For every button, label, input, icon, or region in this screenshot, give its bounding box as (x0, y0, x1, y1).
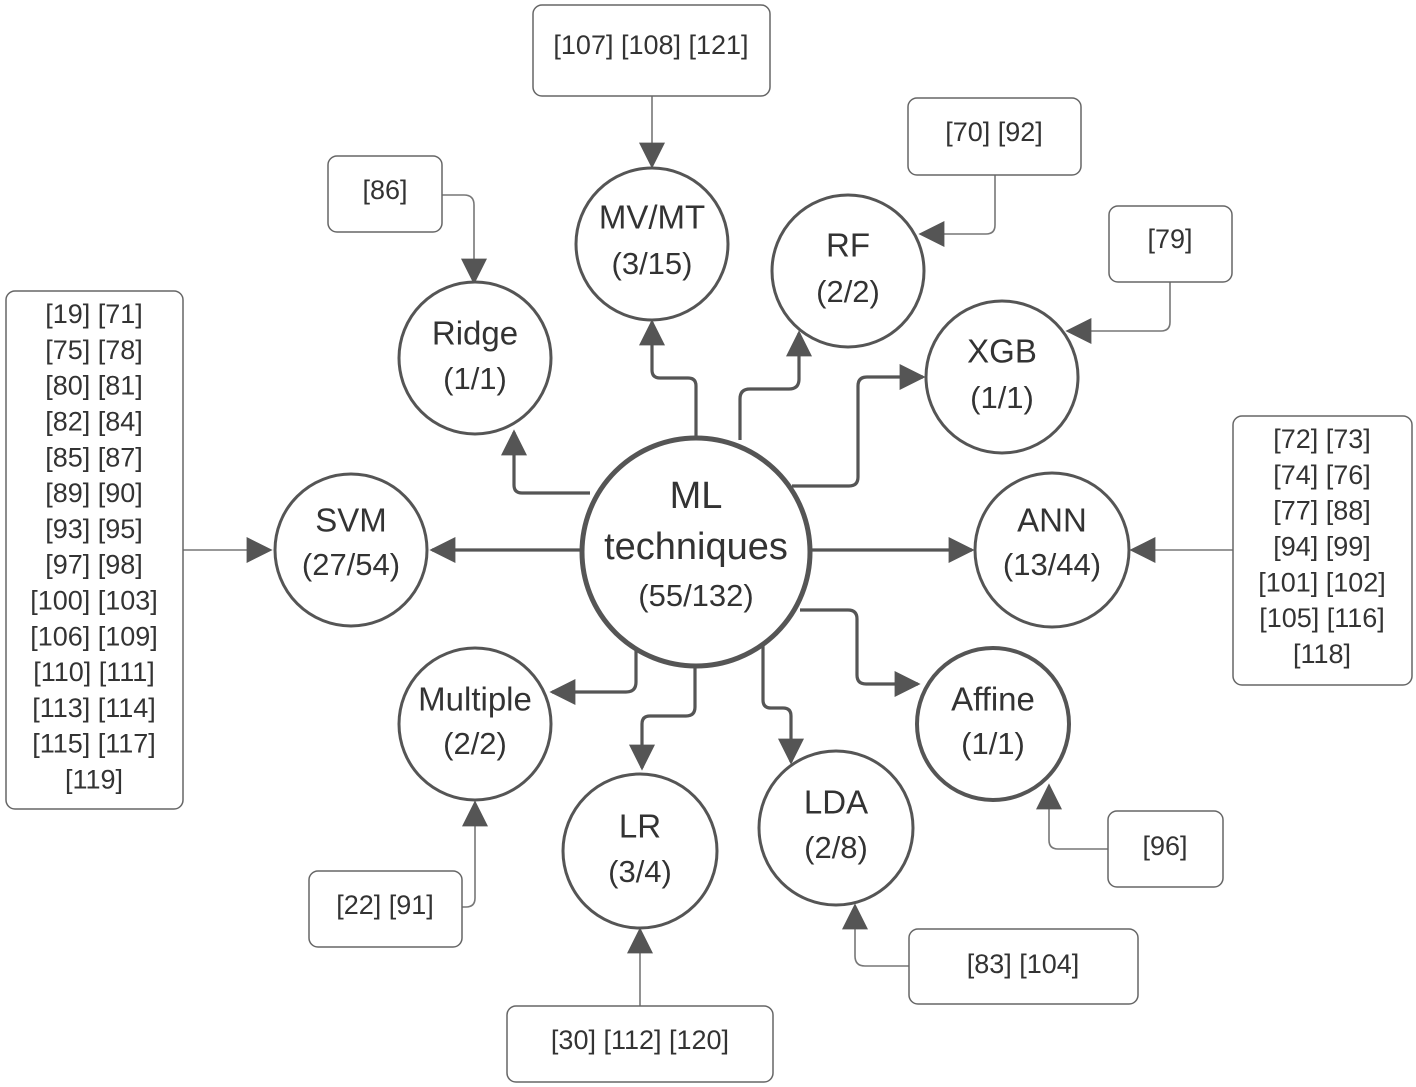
connector-refs-multiple (462, 800, 488, 908)
refs-box-ridge: [86] (327, 155, 443, 233)
refs-svm-line: [113] [114] (32, 693, 156, 723)
node-ridge-count: (1/1) (443, 361, 507, 396)
node-mvmt-count: (3/15) (612, 246, 693, 281)
node-ann: ANN (13/44) (973, 471, 1131, 629)
refs-box-mvmt: [107] [108] [121] (532, 4, 771, 97)
center-subtitle: techniques (604, 526, 788, 568)
connector-refs-rf (918, 175, 996, 247)
refs-svm-lines: [19] [71] [75] [78] [80] [81] [82] [84] [85]… (30, 299, 158, 794)
refs-ann-line: [118] (1293, 639, 1351, 669)
node-lr-name: LR (619, 808, 661, 845)
connector-center-lr (629, 665, 697, 771)
refs-ann-line: [74] [76] (1273, 460, 1371, 490)
center-count: (55/132) (638, 578, 753, 613)
refs-box-ann: [72] [73] [74] [76] [77] [88] [94] [99] [101… (1232, 415, 1413, 686)
node-mvmt: MV/MT (3/15) (574, 166, 730, 322)
connector-center-affine (800, 608, 921, 697)
refs-svm-line: [85] [87] (45, 442, 143, 472)
node-ridge-name: Ridge (432, 315, 518, 352)
node-svm-name: SVM (315, 502, 387, 539)
refs-box-rf: [70] [92] (907, 97, 1082, 176)
node-affine-count: (1/1) (961, 726, 1025, 761)
node-svm: SVM (27/54) (273, 472, 429, 628)
refs-svm-line: [75] [78] (45, 335, 143, 365)
refs-svm-line: [19] [71] (45, 299, 143, 329)
node-rf-count: (2/2) (816, 274, 880, 309)
node-xgb-name: XGB (967, 333, 1037, 370)
refs-svm-line: [106] [109] (30, 621, 158, 651)
node-xgb-count: (1/1) (970, 380, 1034, 415)
refs-ann-line: [94] [99] (1273, 532, 1371, 562)
refs-ann-line: [101] [102] (1258, 567, 1386, 597)
refs-box-affine: [96] (1107, 810, 1224, 888)
connector-refs-xgb (1065, 282, 1171, 344)
center-title: ML (670, 475, 723, 517)
node-mvmt-name: MV/MT (599, 199, 705, 236)
node-multiple-count: (2/2) (443, 726, 507, 761)
connector-refs-affine (1036, 783, 1108, 850)
connector-center-rf (738, 330, 812, 440)
node-xgb: XGB (1/1) (924, 299, 1080, 455)
node-multiple-name: Multiple (418, 681, 532, 718)
connector-center-ridge (501, 429, 590, 495)
connector-refs-ridge (442, 194, 487, 285)
connector-refs-lda (842, 903, 909, 967)
node-affine-name: Affine (951, 681, 1035, 718)
refs-xgb-text: [79] (1147, 224, 1192, 254)
refs-mvmt-text: [107] [108] [121] (553, 30, 748, 60)
node-lr: LR (3/4) (561, 772, 719, 930)
node-affine: Affine (1/1) (915, 646, 1071, 802)
refs-svm-line: [110] [111] (33, 657, 155, 687)
refs-ann-lines: [72] [73] [74] [76] [77] [88] [94] [99] [101… (1258, 424, 1386, 669)
center-node: ML techniques (55/132) (579, 435, 813, 669)
node-ann-count: (13/44) (1003, 547, 1101, 582)
refs-lda-text: [83] [104] (967, 949, 1080, 979)
refs-box-svm: [19] [71] [75] [78] [80] [81] [82] [84] [85]… (5, 290, 184, 810)
refs-svm-line: [100] [103] (30, 586, 158, 616)
connector-center-xgb (792, 364, 926, 488)
refs-ann-line: [77] [88] (1273, 496, 1371, 526)
refs-svm-line: [119] (65, 765, 123, 795)
refs-box-xgb: [79] (1108, 205, 1233, 283)
refs-rf-text: [70] [92] (945, 117, 1043, 147)
center-connectors (429, 319, 975, 771)
refs-svm-line: [97] [98] (45, 550, 143, 580)
node-lda-name: LDA (804, 784, 868, 821)
node-lda-count: (2/8) (804, 830, 868, 865)
node-svm-count: (27/54) (302, 547, 400, 582)
refs-box-lr: [30] [112] [120] (506, 1005, 774, 1083)
refs-svm-line: [80] [81] (45, 371, 143, 401)
refs-svm-line: [93] [95] (45, 514, 143, 544)
node-lda: LDA (2/8) (757, 749, 915, 907)
reference-connectors (183, 96, 1233, 1006)
connector-center-lda (761, 645, 804, 765)
node-rf: RF (2/2) (770, 193, 926, 349)
refs-multiple-text: [22] [91] (336, 890, 434, 920)
refs-ann-line: [105] [116] (1259, 603, 1385, 633)
refs-svm-line: [115] [117] (32, 729, 156, 759)
refs-svm-line: [82] [84] (45, 407, 143, 437)
connector-center-multiple (549, 640, 638, 705)
refs-ann-line: [72] [73] (1273, 424, 1371, 454)
refs-affine-text: [96] (1142, 831, 1187, 861)
refs-box-lda: [83] [104] (908, 928, 1139, 1005)
refs-ridge-text: [86] (362, 175, 407, 205)
node-rf-name: RF (826, 227, 870, 264)
refs-svm-line: [89] [90] (45, 478, 143, 508)
refs-lr-text: [30] [112] [120] (551, 1025, 729, 1055)
node-ann-name: ANN (1017, 502, 1087, 539)
node-multiple: Multiple (2/2) (397, 646, 553, 802)
connector-center-mvmt (639, 319, 698, 440)
node-lr-count: (3/4) (608, 854, 672, 889)
refs-box-multiple: [22] [91] (308, 870, 463, 948)
node-ridge: Ridge (1/1) (397, 280, 553, 436)
